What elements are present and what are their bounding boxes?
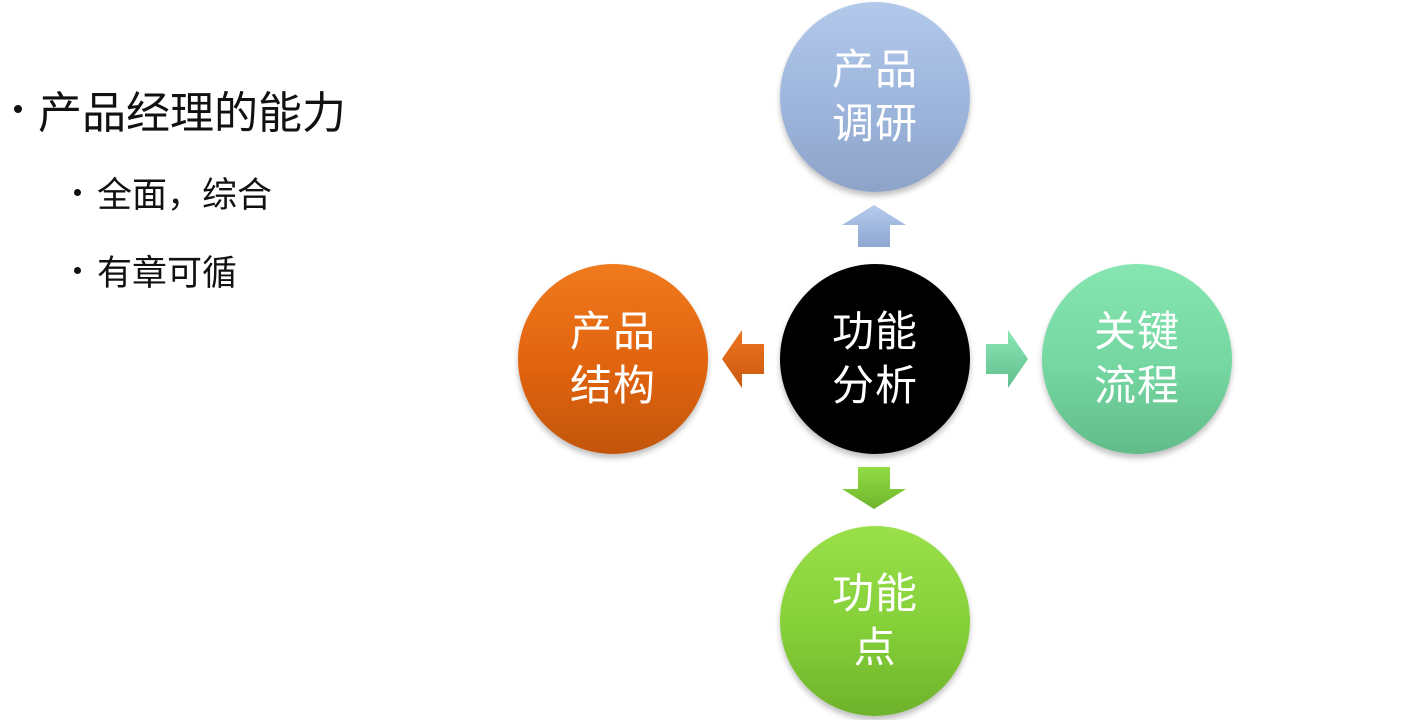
node-function-analysis-line-2: 分析: [831, 361, 918, 410]
arrow-down-icon: [842, 467, 906, 509]
node-function-points-line-2: 点: [853, 623, 897, 672]
arrow-up-icon: [842, 205, 906, 247]
node-product-research: 产品 调研: [780, 2, 970, 192]
node-function-points: 功能 点: [780, 526, 970, 716]
node-function-points-line-1: 功能: [831, 569, 918, 618]
bullet-main: 产品经理的能力: [12, 78, 472, 140]
bullet-dot-icon: [74, 188, 81, 196]
bullet-dot-icon: [74, 266, 81, 274]
bullet-sub-2-text: 有章可循: [97, 253, 238, 294]
node-key-process-line-2: 流程: [1093, 361, 1180, 410]
node-product-structure-line-1: 产品: [569, 307, 656, 356]
node-product-research-line-1: 产品: [831, 45, 918, 94]
node-key-process-line-1: 关键: [1093, 307, 1180, 356]
bullet-sub-1-text: 全面，综合: [97, 175, 273, 216]
node-key-process: 关键 流程: [1042, 264, 1232, 454]
bullet-sub-2: 有章可循: [74, 246, 472, 294]
arrow-right-icon: [986, 330, 1028, 388]
node-function-analysis-line-1: 功能: [831, 307, 918, 356]
bullet-sub-1: 全面，综合: [74, 168, 472, 216]
arrow-left-icon: [722, 330, 764, 388]
node-product-structure-line-2: 结构: [569, 361, 656, 410]
node-product-research-line-2: 调研: [831, 99, 918, 148]
node-function-analysis: 功能 分析: [780, 264, 970, 454]
bullet-dot-icon: [14, 105, 22, 113]
bullet-main-text: 产品经理的能力: [38, 88, 346, 139]
bullet-list: 产品经理的能力 全面，综合 有章可循: [12, 78, 472, 294]
node-product-structure: 产品 结构: [518, 264, 708, 454]
